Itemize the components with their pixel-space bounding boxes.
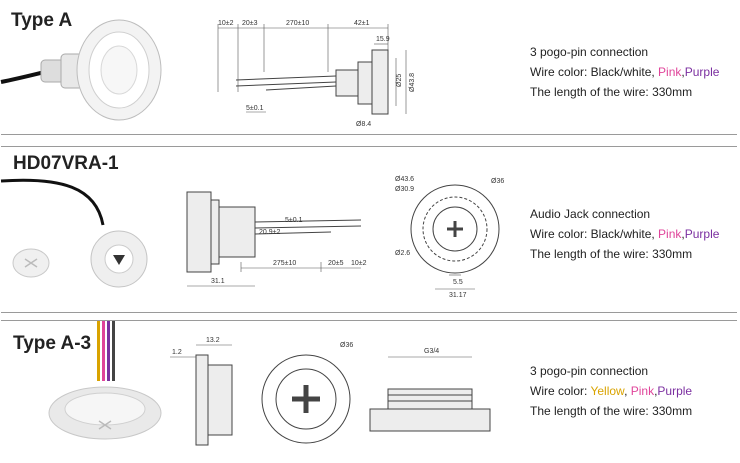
dim-label: 20±5 [328, 260, 344, 267]
dim-label: Ø2.6 [395, 250, 410, 257]
section-type-a: Type A 10±2 20±3 270±10 42±1 15.9 Ø25 [0, 2, 737, 135]
dim-label: Ø25 [396, 74, 403, 87]
dim-label: 31.17 [449, 292, 467, 299]
dimension-drawing-side-hd07vra-1: 5±0.1 20.9±2 275±10 20±5 10±2 31.1 [186, 191, 367, 287]
section-title: Type A [11, 10, 73, 31]
wire-color-separator: , [654, 384, 658, 398]
spec-description: 3 pogo-pin connection Wire color: Yellow… [530, 361, 692, 421]
wire-color-separator: , [624, 384, 631, 398]
dim-label: 1.2 [172, 349, 182, 356]
dim-label: Ø43.8 [409, 73, 416, 92]
wire-length: The length of the wire: 330mm [530, 247, 693, 261]
wire-color: Wire color: Black/white, Pink,Purple [530, 62, 719, 82]
spec-description: 3 pogo-pin connection Wire color: Black/… [530, 42, 719, 102]
dim-label: G3/4 [424, 348, 439, 355]
wire-color-pink: Pink [630, 384, 655, 398]
dim-label: 13.2 [206, 337, 220, 344]
connection-type: Audio Jack connection [530, 207, 651, 221]
dim-label: 10±2 [218, 20, 234, 27]
section-hd07vra-1: HD07VRA-1 5±0.1 20.9±2 275±10 20±5 10±2 … [0, 146, 737, 313]
wire-color-purple: Purple [684, 65, 720, 79]
dim-label: Ø36 [340, 342, 353, 349]
dim-label: 15.9 [376, 36, 390, 43]
dimension-drawing-type-a: 10±2 20±3 270±10 42±1 15.9 Ø25 Ø43.8 5±0… [217, 20, 416, 128]
wire-color-prefix: Wire color: [530, 384, 591, 398]
dimension-drawing-side-type-a-3: 1.2 13.2 [170, 337, 233, 446]
dim-label: 42±1 [354, 20, 370, 27]
wire-color: Wire color: Yellow, Pink,Purple [530, 381, 692, 401]
wire-color-prefix: Wire color: Black/white, [530, 227, 659, 241]
dim-label: 5±0.1 [285, 217, 303, 224]
connection-type: 3 pogo-pin connection [530, 45, 649, 59]
dimension-drawing-thread-type-a-3: G3/4 [369, 348, 491, 432]
wire-color-prefix: Wire color: Black/white, [530, 65, 659, 79]
dim-label: 20±3 [242, 20, 258, 27]
wire-color: Wire color: Black/white, Pink,Purple [530, 224, 719, 244]
wire-color-pink: Pink [658, 65, 682, 79]
wire-length: The length of the wire: 330mm [530, 404, 693, 418]
wire-color-purple: Purple [657, 384, 693, 398]
dim-label: 31.1 [211, 278, 225, 285]
wire-color-separator: , [681, 227, 685, 241]
dimension-drawing-front-type-a-3: Ø36 [261, 342, 353, 444]
section-type-a-3: Type A-3 1.2 13.2 Ø36 G3/4 3 pogo-pin co… [1, 320, 737, 461]
dim-label: Ø43.6 [395, 176, 414, 183]
dim-label: Ø36 [491, 178, 504, 185]
dimension-drawing-front-hd07vra-1: Ø43.6 Ø30.9 Ø36 Ø2.6 5.5 31.17 [395, 176, 504, 299]
dim-label: 275±10 [273, 260, 296, 267]
dim-label: Ø8.4 [356, 121, 371, 128]
dim-label: 10±2 [351, 260, 367, 267]
spec-description: Audio Jack connection Wire color: Black/… [530, 204, 719, 264]
dim-label: 270±10 [286, 20, 309, 27]
wire-color-purple: Purple [684, 227, 720, 241]
product-photo-hd07vra-1 [0, 178, 148, 288]
section-title: Type A-3 [13, 333, 92, 354]
dim-label: 5.5 [453, 279, 463, 286]
section-title: HD07VRA-1 [13, 153, 119, 174]
wire-color-pink: Pink [658, 227, 682, 241]
dim-label: 5±0.1 [246, 105, 264, 112]
wire-color-yellow: Yellow [590, 384, 625, 398]
wire-color-separator: , [681, 65, 685, 79]
dim-label: Ø30.9 [395, 186, 414, 193]
dim-label: 20.9±2 [259, 229, 280, 236]
product-photo-type-a-3 [48, 321, 162, 440]
connection-type: 3 pogo-pin connection [530, 364, 649, 378]
product-photo-type-a [0, 19, 162, 121]
wire-length: The length of the wire: 330mm [530, 85, 693, 99]
